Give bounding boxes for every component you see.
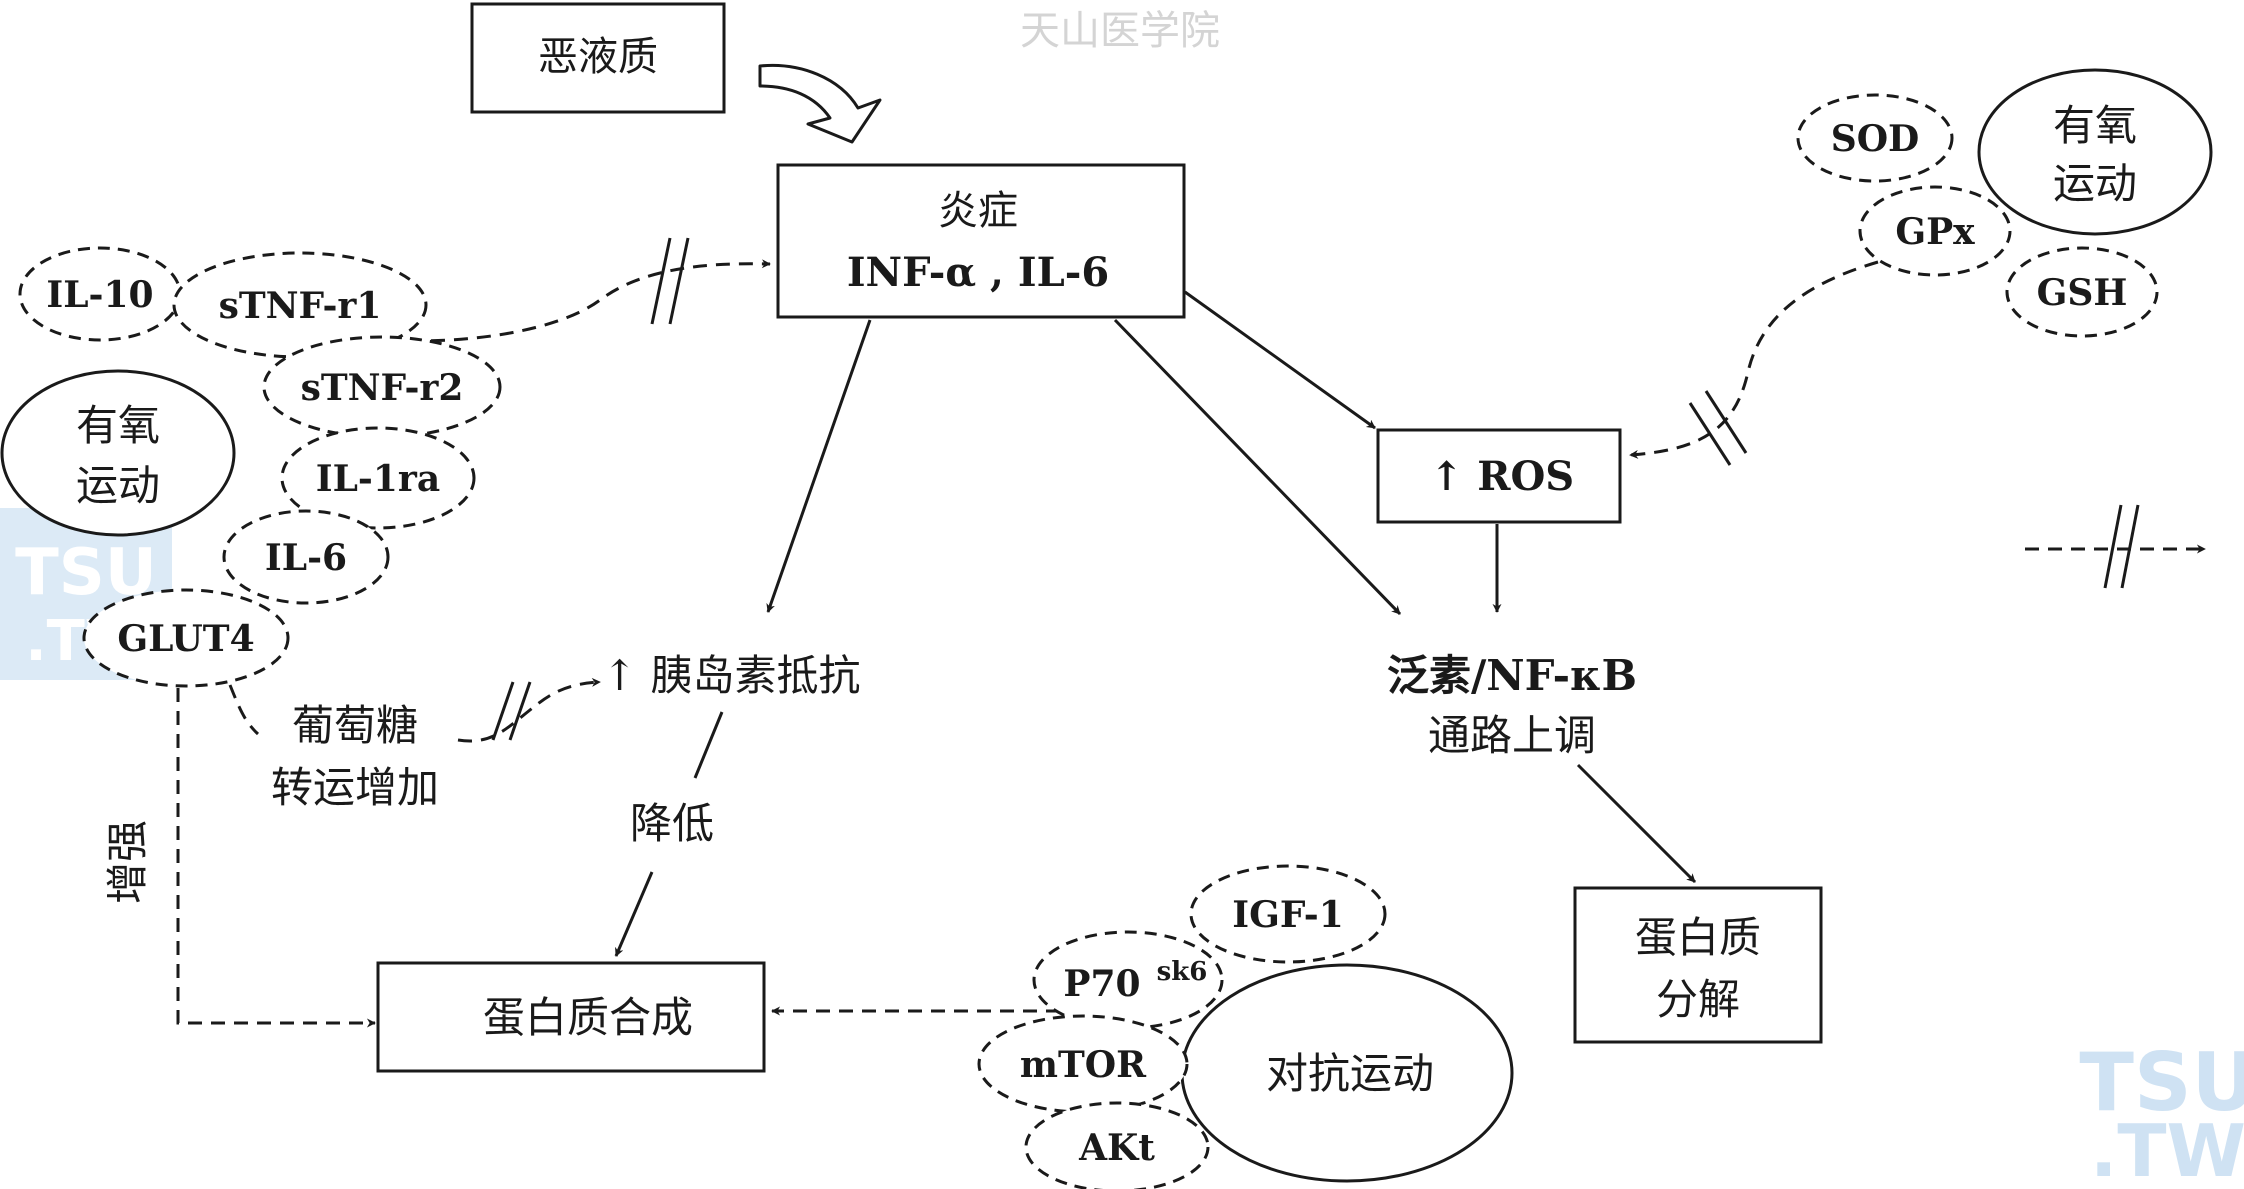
factor-igf1-shape: [1189, 864, 1387, 964]
node-protein-synthesis: 蛋白质合成: [376, 961, 766, 1073]
label-glucose-line2: 转运增加: [271, 763, 439, 812]
factor-il6-label: IL-6: [265, 537, 347, 579]
node-ros: ↑ ROS: [1376, 428, 1622, 524]
factor-akt-shape: [1024, 1101, 1210, 1189]
factor-stnfr1-label: sTNF-r1: [219, 285, 382, 327]
connectors: [614, 290, 1697, 957]
legend-block-mark-a: [2103, 504, 2123, 589]
node-insulin-resistance-label: ↑ 胰岛素抵抗: [602, 651, 861, 700]
node-protein-breakdown-line2: 分解: [1656, 975, 1740, 1024]
block-marks: [491, 237, 2140, 741]
arrow-inflammation-to-ros: [1184, 290, 1376, 430]
factor-mtor-label: mTOR: [1020, 1044, 1147, 1086]
arrow-ubiquitin-to-breakdown: [1576, 763, 1697, 884]
factor-p70-shape: [1032, 930, 1224, 1030]
node-protein-breakdown: 蛋白质 分解: [1573, 886, 1823, 1044]
factor-il1ra-label: IL-1ra: [316, 458, 440, 500]
node-inflammation: 炎症 INF-α , IL-6: [776, 163, 1186, 319]
label-glucose-line1: 葡萄糖: [292, 701, 418, 750]
watermark-logo-right-bottom: .TW: [2090, 1109, 2244, 1189]
block-mark-inflammation-b: [668, 237, 690, 325]
node-cachexia: 恶液质: [470, 2, 726, 114]
node-aerobic-left-line2: 运动: [76, 461, 160, 510]
factor-p70-label: P70: [1063, 963, 1140, 1005]
node-insulin-resistance: ↑ 胰岛素抵抗: [602, 651, 861, 700]
block-mark-ros-b: [1704, 390, 1748, 454]
free-labels: 葡萄糖 转运增加 增强 降低: [103, 701, 714, 904]
factor-gsh-label: GSH: [2037, 272, 2128, 314]
factor-gpx-label: GPx: [1895, 211, 1975, 253]
factor-igf1-label: IGF-1: [1232, 894, 1344, 936]
factor-glut4-label: GLUT4: [117, 618, 254, 660]
factor-stnfr2-label: sTNF-r2: [301, 367, 464, 409]
legend-block-mark-b: [2120, 504, 2140, 589]
node-aerobic-right-line1: 有氧: [2053, 101, 2137, 150]
factor-il10-label: IL-10: [46, 274, 153, 316]
node-ubiquitin-line1: 泛素/NF-κB: [1387, 651, 1637, 700]
factor-ellipses: [18, 93, 2159, 1189]
node-inflammation-line2: INF-α , IL-6: [847, 249, 1109, 296]
watermark-logo-right: TSU .TW: [2079, 1036, 2244, 1189]
node-protein-synthesis-label: 蛋白质合成: [483, 993, 693, 1042]
node-aerobic-left-line1: 有氧: [76, 401, 160, 450]
node-cachexia-label: 恶液质: [538, 34, 658, 80]
node-resistance-exercise: 对抗运动: [1180, 963, 1514, 1183]
dashed-arrow-factors-to-inflammation: [384, 259, 771, 343]
factor-il1ra-shape: [280, 426, 476, 530]
node-ros-label: ↑ ROS: [1430, 453, 1574, 500]
node-aerobic-right-line2: 运动: [2053, 159, 2137, 208]
block-mark-insulin-a: [491, 681, 515, 741]
dashed-connectors: [176, 259, 2206, 1028]
node-resistance-label: 对抗运动: [1266, 1049, 1434, 1098]
factor-gpx-shape: [1858, 185, 2012, 277]
dashed-arrow-glut4-to-synthesis: [176, 688, 376, 1028]
factor-p70-sup-label: sk6: [1157, 957, 1208, 987]
node-inflammation-line1: 炎症: [938, 188, 1018, 234]
node-ubiquitin-line2: 通路上调: [1428, 711, 1596, 760]
dashed-line-glut4-to-glucose: [228, 684, 260, 736]
node-protein-breakdown-line1: 蛋白质: [1635, 913, 1761, 962]
dashed-arrow-antioxidant-to-ros: [1629, 260, 1879, 459]
arrow-inflammation-to-ubiquitin: [1113, 318, 1402, 616]
arrow-reduce-to-synthesis: [614, 871, 654, 957]
factor-gsh-shape: [2005, 246, 2159, 338]
node-aerobic-left: 有氧 运动: [0, 369, 236, 537]
watermark-site-name: 天山医学院: [1020, 8, 1220, 54]
block-mark-inflammation-a: [650, 237, 672, 325]
factor-sod-shape: [1796, 93, 1954, 183]
block-mark-insulin-b: [508, 681, 532, 741]
line-insulin-to-reduce: [693, 711, 724, 779]
dashed-arrow-glucose-to-insulin: [457, 677, 601, 743]
factor-labels: IL-10 sTNF-r1 sTNF-r2 IL-1ra IL-6 GLUT4 …: [46, 118, 2127, 1169]
factor-akt-label: AKt: [1078, 1127, 1155, 1169]
label-reduce: 降低: [630, 799, 714, 848]
node-aerobic-right: 有氧 运动: [1977, 68, 2213, 236]
cachexia-curved-arrow: [758, 63, 882, 144]
factor-sod-label: SOD: [1831, 118, 1920, 160]
factor-stnfr2-shape: [262, 335, 502, 439]
node-ubiquitin: 泛素/NF-κB 通路上调: [1387, 651, 1637, 760]
label-enhance: 增强: [103, 820, 152, 904]
block-mark-ros-a: [1688, 402, 1732, 466]
arrow-inflammation-to-insulin: [766, 319, 872, 613]
factor-glut4-shape: [82, 588, 290, 688]
watermark-logo-right-top: TSU: [2079, 1036, 2244, 1129]
factor-il6-shape: [222, 509, 390, 605]
